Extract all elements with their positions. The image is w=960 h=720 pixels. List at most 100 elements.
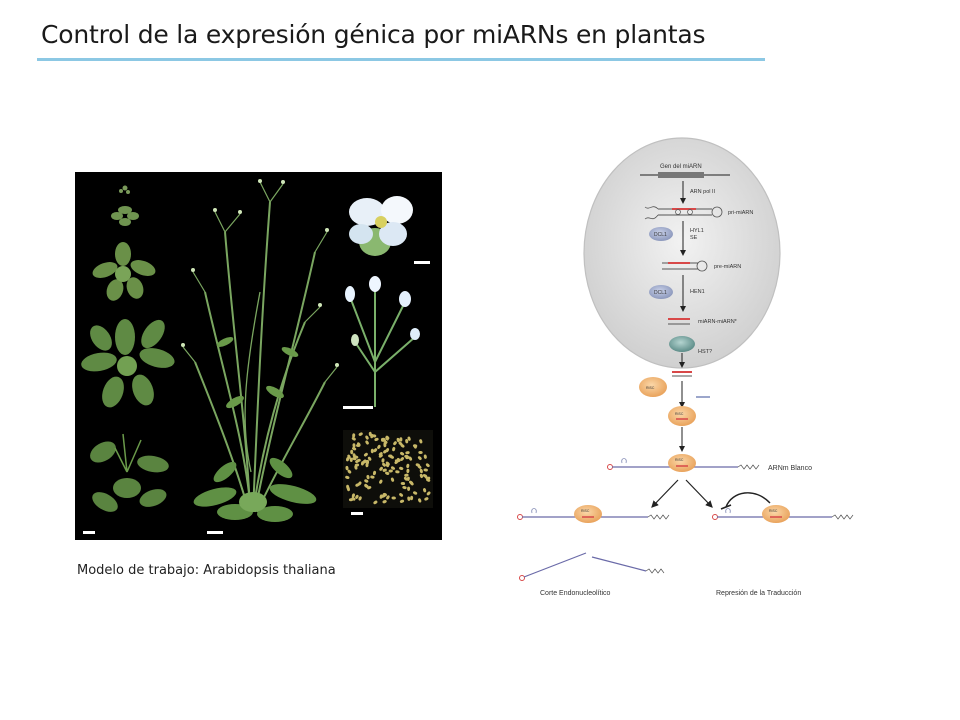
seed (392, 446, 396, 452)
risc-cleavage (574, 505, 602, 523)
seed (352, 433, 356, 438)
seed (346, 486, 350, 492)
seed (419, 473, 423, 479)
seed (345, 475, 350, 479)
pre-mirna-structure (662, 260, 708, 272)
seed (393, 441, 397, 446)
pre-mirna-label: pre-miARN (714, 264, 741, 270)
title-underline (37, 58, 765, 61)
seed (382, 493, 387, 497)
seed (374, 437, 379, 442)
seed (406, 468, 410, 474)
risc-loaded (668, 406, 696, 426)
pol-label: ARN pol II (690, 189, 716, 195)
photo-caption: Modelo de trabajo: Arabidopsis thaliana (77, 563, 336, 578)
seed (396, 437, 400, 443)
seed (364, 483, 368, 488)
hyl1-label: HYL1 (690, 228, 704, 234)
risc-unloaded (639, 377, 667, 397)
seed (371, 434, 377, 438)
mirna-duplex (668, 318, 690, 325)
seed (426, 478, 431, 482)
flower-closeup (349, 196, 413, 256)
seed (352, 443, 356, 448)
mirna-pathway-diagram: Gen del miARN ARN pol II pri-miARN DCL1 … (500, 135, 870, 610)
seed (409, 480, 413, 485)
seed (386, 462, 390, 468)
seed (383, 442, 387, 448)
arabidopsis-illustration (75, 172, 442, 540)
seed (399, 466, 404, 470)
seed (425, 463, 430, 468)
seed (422, 474, 427, 478)
rosette-large (81, 319, 175, 408)
seed (366, 474, 370, 480)
hen1-label: HEN1 (690, 289, 705, 295)
dcl1-protein-2 (649, 285, 673, 299)
seed (358, 496, 362, 501)
seed (410, 495, 414, 501)
pri-mirna-label: pri-miARN (728, 210, 753, 216)
gene-block (658, 172, 704, 178)
risc-label-target: RISC (675, 458, 684, 462)
risc-label-loaded: RISC (675, 412, 684, 416)
seed (349, 457, 353, 462)
seed (357, 442, 361, 447)
seed (385, 436, 389, 441)
seed (426, 491, 431, 496)
risc-label-cleavage: RISC (581, 509, 590, 513)
seed (399, 493, 404, 497)
seed (346, 457, 350, 462)
seed (413, 491, 418, 495)
seed (379, 479, 383, 484)
seed (354, 455, 359, 459)
seed (382, 500, 387, 504)
seed (423, 454, 427, 459)
pri-mirna-structure (644, 206, 723, 220)
hst-exporter (669, 336, 695, 352)
seed (373, 448, 378, 453)
seed (395, 470, 400, 474)
seed (351, 447, 357, 451)
seed (382, 468, 387, 472)
seed (407, 496, 411, 501)
seed (407, 486, 411, 491)
seed (388, 469, 393, 473)
hst-label: HST? (698, 349, 712, 355)
risc-repression (762, 505, 790, 523)
seed (364, 479, 369, 483)
seed (385, 471, 390, 475)
se-label: SE (690, 235, 698, 241)
gene-label: Gen del miARN (660, 164, 702, 170)
flowering-plant-rosette (193, 457, 317, 522)
inflorescence-buds (181, 179, 339, 367)
seed (363, 459, 368, 463)
seed (373, 500, 378, 505)
seed (423, 468, 428, 472)
seed (368, 431, 372, 437)
seed (356, 458, 361, 462)
seed (351, 496, 356, 501)
duplex-label: miARN-miARN* (698, 319, 738, 325)
seed (365, 435, 369, 440)
seed (388, 454, 393, 458)
seed (424, 497, 429, 501)
seed (404, 473, 409, 477)
seed (365, 440, 369, 445)
cytoplasm-duplex (672, 371, 692, 377)
cleaved-fragments (519, 552, 665, 581)
seed (417, 456, 422, 460)
seed (377, 444, 381, 449)
inflorescence-closeup (345, 276, 420, 407)
seed (380, 437, 386, 441)
seed (382, 462, 386, 467)
seed (391, 496, 396, 500)
seed (370, 475, 375, 479)
seed (400, 444, 405, 448)
arabidopsis-photo-panel (75, 172, 442, 540)
seed (370, 448, 374, 454)
cleavage-label: Corte Endonucleolítico (540, 590, 611, 597)
seed (350, 449, 354, 455)
seed (367, 486, 372, 490)
risc-label-repression: RISC (769, 509, 778, 513)
